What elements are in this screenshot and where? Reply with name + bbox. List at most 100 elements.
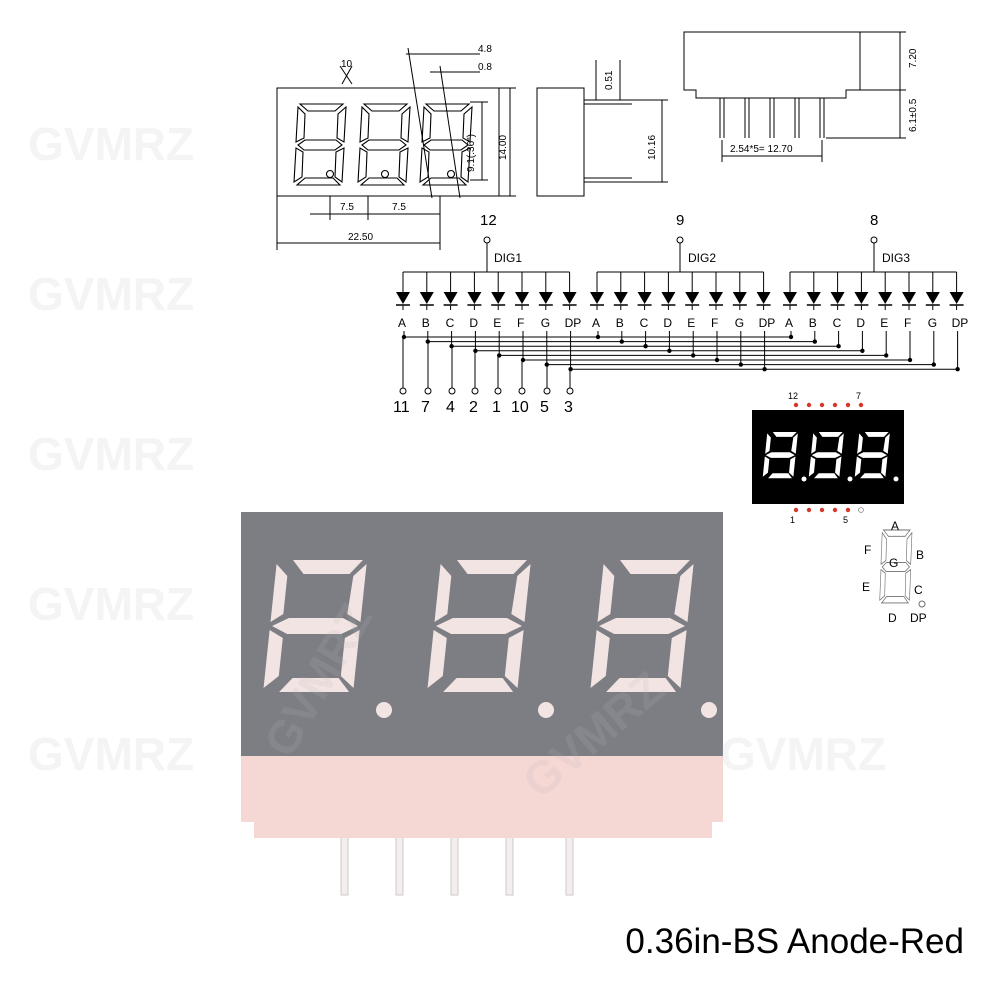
diode-c-2: [637, 292, 652, 304]
diode-d-3: [854, 292, 869, 304]
digit-1-pin: 12: [480, 212, 497, 229]
junction-dot: [425, 339, 430, 344]
diode-f-3: [902, 292, 916, 304]
segment-label-g: G: [889, 556, 898, 570]
diode-c-1: [443, 292, 458, 304]
schematic-segment-f-2: F: [711, 316, 718, 330]
digit-1-label: DIG1: [494, 251, 522, 265]
diode-dp-1: [562, 292, 577, 304]
front-view-drawing: [276, 47, 516, 250]
segment-pin-terminal-e: [494, 387, 502, 395]
schematic-segment-b-1: B: [422, 316, 430, 330]
junction-dot: [762, 367, 767, 372]
schematic-segment-b-3: B: [809, 316, 817, 330]
junction-dot: [449, 344, 454, 349]
digit-2-pin: 9: [676, 212, 684, 229]
dim-pin-row: 2.54*5= 12.70: [730, 144, 793, 155]
junction-dot: [714, 357, 720, 363]
junction-dot: [931, 362, 936, 367]
dim-pitch-1: 7.5: [340, 202, 354, 213]
diode-e-1: [491, 292, 506, 304]
digit-1-terminal: [483, 236, 491, 244]
segment-pin-terminal-d: [471, 387, 479, 395]
pin-label-dp: 3: [564, 399, 573, 416]
diode-dp-2: [756, 292, 771, 304]
schematic-segment-d-1: D: [469, 316, 478, 330]
diode-a-1: [396, 292, 410, 304]
schematic-segment-f-1: F: [517, 316, 524, 330]
dim-digit-width: 4.8: [478, 44, 492, 55]
diode-dp-3: [949, 292, 964, 304]
watermark-3: GVMRZ: [28, 428, 194, 480]
segment-label-dp: DP: [910, 611, 927, 625]
segment-pin-terminal-f: [518, 387, 526, 395]
pinout-bottom-first: 1: [790, 515, 795, 525]
diode-e-2: [685, 292, 700, 304]
pin-label-b: 7: [421, 399, 430, 416]
schematic-segment-c-2: C: [640, 316, 649, 330]
pin-label-e: 1: [492, 399, 501, 416]
segment-pin-terminal-a: [399, 387, 407, 395]
led-module-photo: [241, 512, 723, 896]
schematic-segment-dp-1: DP: [565, 316, 582, 330]
segment-label-b: B: [916, 548, 924, 562]
dim-height: 14.00: [498, 135, 509, 160]
diode-g-3: [925, 292, 940, 304]
module-pinout-thumbnail: 12 7 1 5: [752, 391, 904, 525]
diode-a-3: [783, 292, 797, 304]
schematic-segment-dp-3: DP: [952, 316, 969, 330]
diode-f-1: [515, 292, 529, 304]
diode-d-2: [661, 292, 676, 304]
pinout-bottom-last: 5: [843, 515, 848, 525]
schematic-segment-g-2: G: [735, 316, 744, 330]
junction-dot: [907, 357, 913, 363]
diode-b-1: [419, 292, 434, 304]
diode-g-2: [732, 292, 747, 304]
junction-dot: [520, 357, 526, 363]
junction-dot: [667, 348, 672, 353]
dim-width: 22.50: [348, 232, 373, 243]
junction-dot: [738, 362, 743, 367]
segment-pin-terminal-dp: [566, 387, 574, 395]
watermark-5: GVMRZ: [28, 728, 194, 780]
module-base: [241, 755, 723, 838]
junction-dot: [643, 344, 648, 349]
watermark-2: GVMRZ: [28, 268, 194, 320]
junction-dot: [836, 344, 841, 349]
dim-segment-width: 0.8: [478, 62, 492, 73]
watermark-1: GVMRZ: [28, 118, 194, 170]
junction-dot: [401, 334, 407, 340]
segment-pin-terminal-b: [424, 387, 432, 395]
dim-pin-diameter: 0.51: [604, 70, 615, 90]
schematic-segment-c-3: C: [833, 316, 842, 330]
decimal-point-3: [701, 702, 717, 718]
junction-dot: [595, 334, 601, 340]
segment-label-c: C: [914, 583, 923, 597]
digit-2-terminal: [676, 236, 684, 244]
product-caption: 0.36in-BS Anode-Red: [625, 922, 964, 961]
schematic-segment-a-2: A: [592, 316, 600, 330]
dim-pitch-2: 7.5: [392, 202, 406, 213]
schematic-segment-a-1: A: [398, 316, 406, 330]
diode-b-2: [613, 292, 628, 304]
junction-dot: [884, 353, 889, 358]
pinout-top-last: 7: [856, 391, 861, 401]
schematic-segment-a-3: A: [785, 316, 793, 330]
segment-label-a: A: [891, 519, 899, 533]
schematic-segment-f-3: F: [904, 316, 911, 330]
side-view-drawing: [536, 60, 668, 197]
schematic-segment-d-3: D: [856, 316, 865, 330]
junction-dot: [812, 339, 817, 344]
digit-3-label: DIG3: [882, 251, 910, 265]
digit-3-terminal: [870, 236, 878, 244]
junction-dot: [473, 348, 478, 353]
junction-dot: [860, 348, 865, 353]
segment-label-d: D: [888, 611, 897, 625]
dim-pin-spacing: 10.16: [647, 135, 658, 160]
schematic-segment-e-2: E: [687, 316, 695, 330]
schematic-segment-c-1: C: [446, 316, 455, 330]
schematic-segment-b-2: B: [616, 316, 624, 330]
segment-pin-terminal-c: [448, 387, 456, 395]
